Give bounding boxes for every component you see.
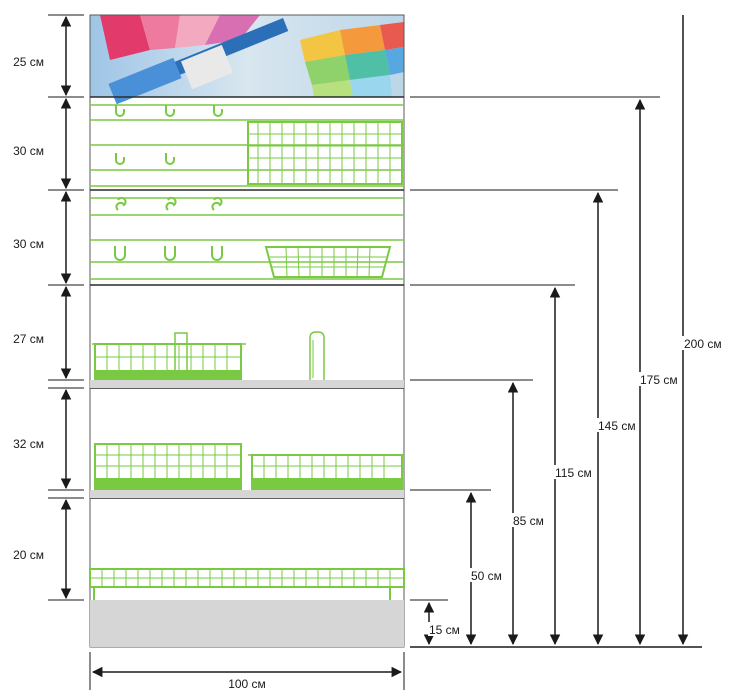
section-label: 32 см: [13, 437, 44, 451]
color-swatch-fan: [100, 15, 404, 97]
section-dimension-arrows: [48, 14, 84, 601]
shelf-board: [90, 490, 404, 498]
long-mesh-basket: [89, 568, 405, 600]
mesh-basket: [92, 332, 246, 380]
mesh-basket-left: [94, 443, 242, 490]
height-label: 85 см: [513, 514, 544, 528]
product-holder: [309, 331, 325, 380]
slatwall-section-2: [90, 196, 404, 280]
s-hook-row: [115, 196, 223, 211]
section-label: 30 см: [13, 144, 44, 158]
height-dimension-arrows: [423, 15, 689, 646]
shelf-section-4: [90, 443, 404, 498]
hook-row: [115, 105, 223, 165]
base-plinth: [90, 600, 404, 647]
height-labels: 15 см 50 см 85 см 115 см 145 см 175 см 2…: [428, 336, 726, 637]
section-label: 20 см: [13, 548, 44, 562]
section-label: 30 см: [13, 237, 44, 251]
height-label: 15 см: [429, 623, 460, 637]
mesh-basket-right: [248, 454, 404, 490]
slatwall-section-1: [90, 104, 404, 187]
section-labels: 25 см 30 см 30 см 27 см 32 см 20 см: [13, 55, 44, 562]
unit-frame: [89, 14, 405, 648]
height-reference-lines: [410, 96, 702, 648]
width-label: 100 см: [228, 677, 266, 691]
wire-basket: [247, 121, 403, 185]
height-label: 175 см: [640, 373, 678, 387]
trapezoid-basket: [264, 246, 392, 278]
section-label: 25 см: [13, 55, 44, 69]
section-label: 27 см: [13, 332, 44, 346]
u-hook-row: [114, 246, 223, 261]
banner-image: [90, 15, 404, 105]
shelf-section-3: [90, 331, 404, 388]
shelf-board: [90, 380, 404, 388]
height-label: 145 см: [598, 419, 636, 433]
width-dimension: [89, 652, 405, 690]
shelf-section-5: [89, 568, 405, 647]
height-label: 200 см: [684, 337, 722, 351]
height-label: 50 см: [471, 569, 502, 583]
paint-brush-icon: [108, 18, 289, 105]
height-label: 115 см: [555, 466, 592, 480]
